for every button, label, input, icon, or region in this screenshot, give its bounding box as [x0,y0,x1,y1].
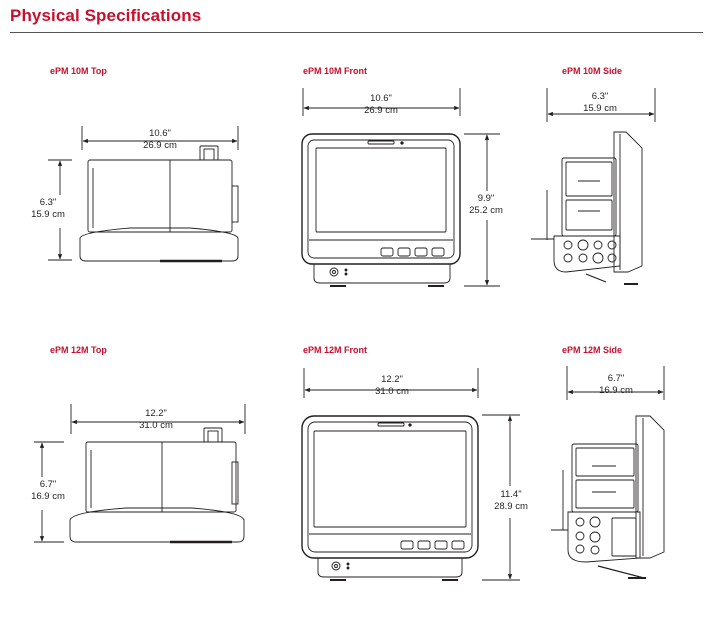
page-title: Physical Specifications [10,6,202,25]
dim-12m-front-height: 11.4"28.9 cm [494,489,528,512]
dim-10m-side-width: 6.3"15.9 cm [583,91,617,114]
device-12m-front [301,368,520,581]
label-12m-side: ePM 12M Side [562,345,623,355]
device-10m-side [531,88,656,285]
title-divider [10,32,703,33]
dim-10m-front-height: 9.9"25.2 cm [469,193,503,216]
dim-10m-top-width: 10.6"26.9 cm [143,128,177,151]
label-12m-front: ePM 12M Front [303,345,368,355]
dim-12m-top-height: 6.7"16.9 cm [31,479,65,502]
dim-10m-front-width: 10.6"26.9 cm [364,93,398,116]
device-12m-top [34,404,246,544]
device-12m-side [551,366,665,579]
device-10m-top [48,126,239,263]
device-10m-front [301,88,500,287]
label-12m-top: ePM 12M Top [50,345,107,355]
label-10m-front: ePM 10M Front [303,66,368,76]
label-10m-top: ePM 10M Top [50,66,107,76]
label-10m-side: ePM 10M Side [562,66,623,76]
dim-10m-top-height: 6.3"15.9 cm [31,197,65,220]
dim-12m-top-width: 12.2"31.0 cm [139,408,173,431]
